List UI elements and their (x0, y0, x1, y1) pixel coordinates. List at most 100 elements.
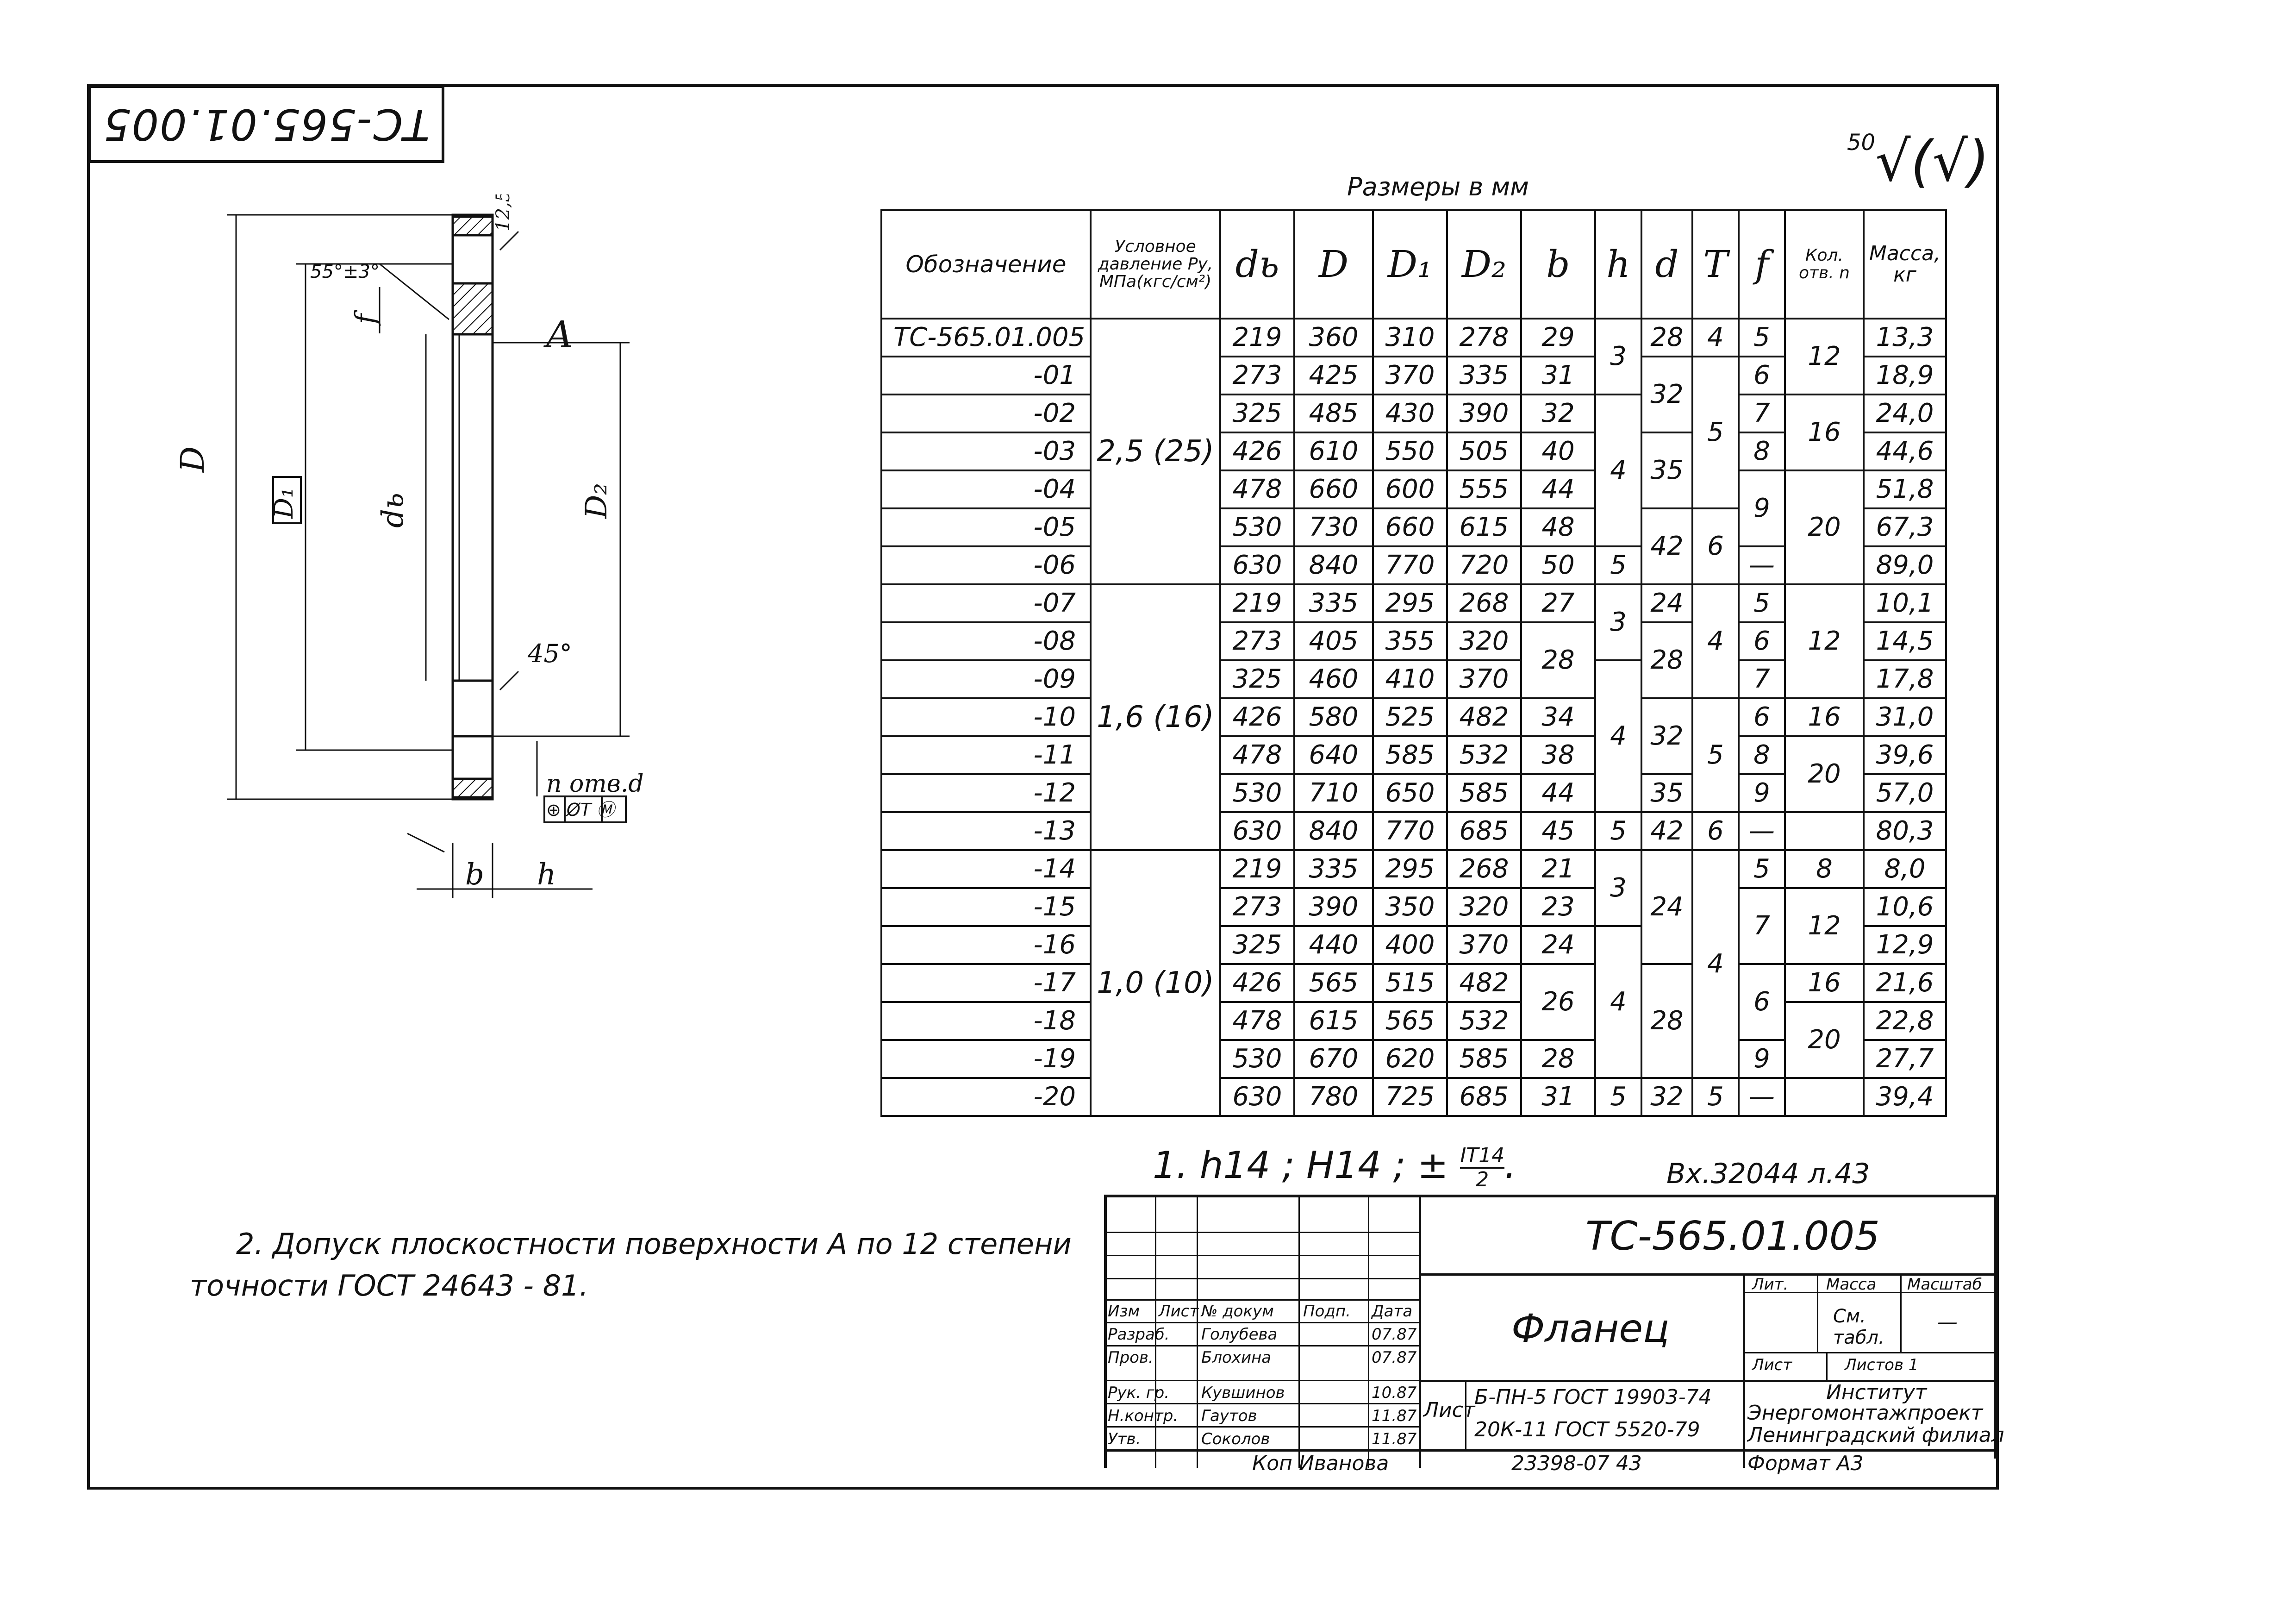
cell-D: 360 (1293, 318, 1374, 357)
cell-des: -16 (880, 925, 1092, 965)
cell-mass: 39,6 (1863, 735, 1947, 775)
tb-format: Формат А3 (1747, 1452, 1864, 1475)
tb-role-nkontr: Н.контр. (1108, 1407, 1179, 1425)
table-row: -06 630 840 770 720 50 5 — 89,0 (880, 545, 1947, 585)
cell-D2: 532 (1446, 1001, 1522, 1041)
hatch-top (451, 215, 494, 237)
cell-d: 42 (1641, 507, 1693, 585)
cell-D2: 370 (1446, 659, 1522, 699)
cell-T: 5 (1691, 356, 1740, 509)
cell-D1: 600 (1372, 470, 1448, 509)
cell-T: 4 (1691, 583, 1740, 699)
cell-db: 325 (1219, 659, 1295, 699)
angle-bottom: 45° (527, 639, 572, 668)
cell-f: 7 (1738, 659, 1786, 699)
cell-db: 219 (1219, 583, 1295, 623)
tb-col-sign: Подп. (1303, 1302, 1351, 1321)
cell-h: 3 (1594, 849, 1642, 927)
cell-D2: 685 (1446, 811, 1522, 851)
header-b: b (1520, 209, 1596, 319)
cell-b: 38 (1520, 735, 1596, 775)
table-row: -16 325 440 400 370 24 4 12,9 (880, 925, 1947, 1079)
cell-b: 21 (1520, 849, 1596, 889)
cell-D2: 268 (1446, 849, 1522, 889)
cell-f: 9 (1738, 470, 1786, 547)
cell-mass: 31,0 (1863, 697, 1947, 737)
table-row: -05 530 730 660 615 48 42 6 67,3 (880, 507, 1947, 585)
cell-D2: 390 (1446, 394, 1522, 433)
tb-org-3: Ленинградский филиал (1747, 1423, 2004, 1447)
cell-D: 640 (1293, 735, 1374, 775)
cell-D2: 278 (1446, 318, 1522, 357)
cell-D2: 320 (1446, 621, 1522, 661)
table-row: -17 426 565 515 482 26 28 6 16 21,6 (880, 963, 1947, 1079)
cell-db: 630 (1219, 545, 1295, 585)
cell-D1: 525 (1372, 697, 1448, 737)
cell-D1: 565 (1372, 1001, 1448, 1041)
table-row: ТС-565.01.005 2,5 (25) 219 360 310 278 2… (880, 318, 1947, 585)
cell-D1: 410 (1372, 659, 1448, 699)
label-D2: D₂ (580, 483, 614, 519)
cell-f: 5 (1738, 583, 1786, 623)
cell-mass: 8,0 (1863, 849, 1947, 889)
title-name: Фланец (1511, 1306, 1670, 1351)
cell-mass: 10,6 (1863, 887, 1947, 927)
cell-D1: 295 (1372, 583, 1448, 623)
tb-col-list: Лист (1159, 1302, 1199, 1321)
header-pressure: Условное давление Ру, МПа(кгс/см²) (1090, 209, 1221, 319)
table-row: -19 530 670 620 585 28 9 27,7 (880, 1039, 1947, 1079)
cell-des: -08 (880, 621, 1092, 661)
cell-des: -14 (880, 849, 1092, 889)
cell-D: 390 (1293, 887, 1374, 927)
tb-name-prov: Блохина (1201, 1348, 1272, 1367)
label-A: A (543, 313, 573, 356)
cell-mass: 80,3 (1863, 811, 1947, 851)
cell-db: 630 (1219, 811, 1295, 851)
tb-material-line-2: 20К-11 ГОСТ 5520-79 (1474, 1418, 1700, 1441)
cell-f: 6 (1738, 697, 1786, 737)
cell-D: 615 (1293, 1001, 1374, 1041)
cell-f: 6 (1738, 356, 1786, 395)
label-h: h (537, 858, 556, 892)
cell-D2: 720 (1446, 545, 1522, 585)
dimensions-table: Обозначение Условное давление Ру, МПа(кг… (880, 209, 1947, 1117)
cell-T: 4 (1691, 318, 1740, 357)
cell-db: 219 (1219, 318, 1295, 357)
roughness-mark: 50√(√) (1847, 130, 1990, 194)
cell-mass: 22,8 (1863, 1001, 1947, 1041)
tb-date-ruk: 10.87 (1372, 1384, 1417, 1402)
cell-mass: 51,8 (1863, 470, 1947, 509)
cell-d: 35 (1641, 773, 1693, 813)
table-row: -15 273 390 350 320 23 7 12 10,6 (880, 887, 1947, 965)
tb-col-doc: № докум (1201, 1302, 1274, 1321)
header-db: dь (1219, 209, 1295, 319)
cell-D1: 585 (1372, 735, 1448, 775)
tb-material-prefix: Лист (1423, 1398, 1475, 1422)
cell-D: 660 (1293, 470, 1374, 509)
tb-org-2: Энергомонтажпроект (1747, 1401, 1983, 1425)
tb-name-razrab: Голубева (1201, 1325, 1278, 1344)
cell-db: 426 (1219, 432, 1295, 471)
cell-D: 335 (1293, 849, 1374, 889)
label-db: dь (376, 493, 410, 528)
cell-db: 530 (1219, 507, 1295, 547)
cell-h: 4 (1594, 925, 1642, 1079)
tb-scale-label: Масштаб (1907, 1275, 1982, 1294)
cell-pressure: 2,5 (25) (1090, 318, 1221, 585)
tb-material-line-1: Б-ПН-5 ГОСТ 19903-74 (1474, 1385, 1712, 1409)
cell-des: -01 (880, 356, 1092, 395)
cell-des: -10 (880, 697, 1092, 737)
cell-des: ТС-565.01.005 (880, 318, 1092, 357)
table-row: -13 630 840 770 685 45 5 42 6 — 80,3 (880, 811, 1947, 851)
note-1-num: IT14 (1460, 1144, 1505, 1169)
cell-f: 8 (1738, 432, 1786, 471)
table-caption: Размеры в мм (1347, 172, 1529, 201)
cell-D: 730 (1293, 507, 1374, 547)
note-1-tolerance: 1. h14 ; H14 ; ± IT14 2 . (1153, 1143, 1516, 1192)
header-D: D (1293, 209, 1374, 319)
tb-date-nkontr: 11.87 (1372, 1407, 1417, 1425)
table-row: -03 426 610 550 505 40 35 8 44,6 (880, 432, 1947, 509)
tb-name-utv: Соколов (1201, 1430, 1270, 1448)
cell-f: 6 (1738, 621, 1786, 661)
cell-D1: 515 (1372, 963, 1448, 1003)
